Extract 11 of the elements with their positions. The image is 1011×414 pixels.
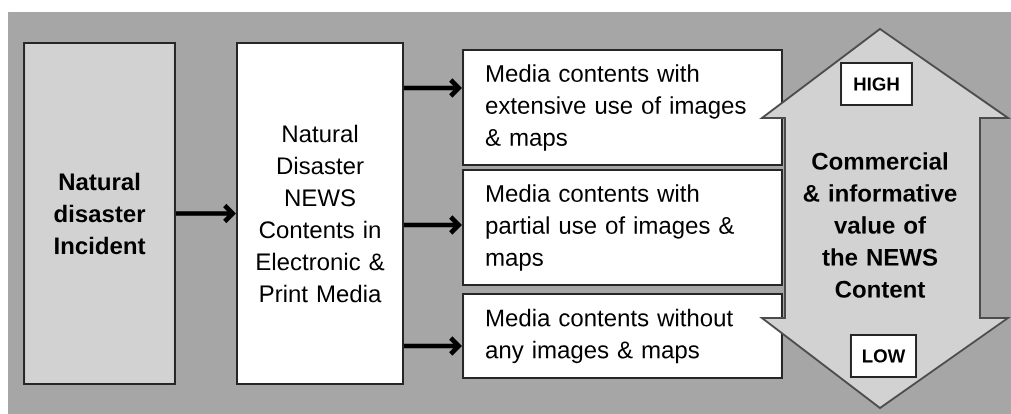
arrow xyxy=(404,215,463,235)
arrow xyxy=(176,203,236,224)
arrow xyxy=(404,336,463,356)
content-box: Media contents without any images & maps xyxy=(462,293,783,379)
process-box: Natural Disaster NEWS Contents in Electronic & Print Media xyxy=(236,41,404,385)
level-box: HIGH xyxy=(840,62,913,106)
arrow xyxy=(404,78,463,98)
level-box: LOW xyxy=(849,334,918,378)
process-box: Natural disaster Incident xyxy=(23,41,176,385)
content-box: Media contents with extensive use of images & maps xyxy=(462,49,783,166)
content-box: Media contents with partial use of images & maps xyxy=(462,169,783,286)
